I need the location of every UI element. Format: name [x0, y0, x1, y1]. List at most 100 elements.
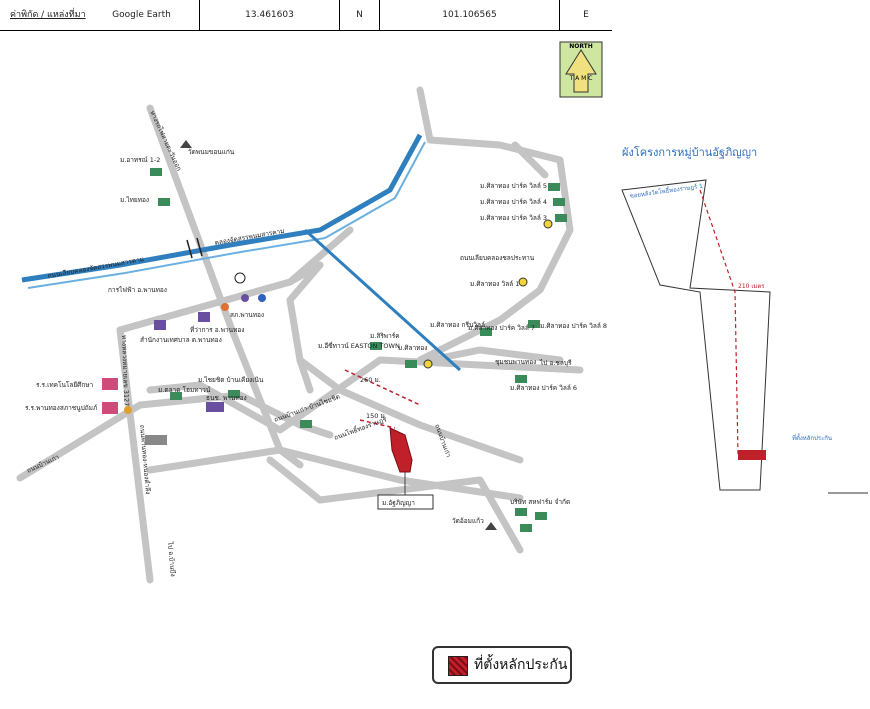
hospital-icon	[102, 378, 118, 390]
label-office: สำนักงานเทศบาล ต.พานทอง	[140, 336, 222, 344]
post-icon	[258, 294, 266, 302]
house-icon	[158, 198, 170, 206]
label-post: สภ.พานทอง	[230, 311, 264, 319]
label-ban-nong-rd: ถนนบ้านเก่า-บ้านไชยชิต	[273, 393, 341, 424]
label-sitakarn: ม.ศิลาทอง	[398, 344, 427, 352]
lon-dir-cell: E	[583, 10, 589, 20]
north-text: NORTH	[569, 43, 593, 50]
label-canal2: ถนนเลียบคลองจัดสรรพนมสารคาม	[47, 255, 145, 280]
label-plaza: ม.ไชยชิต บ้านเคียงเนิน	[198, 376, 264, 384]
school-icon	[102, 402, 118, 414]
label-pantong3: ชุมชนพานทอง	[495, 358, 536, 366]
source-cell: Google Earth	[84, 0, 200, 30]
temple-top-icon	[180, 140, 192, 148]
temple-icon	[234, 272, 246, 284]
label-company: บริษัท สหฟาร์ม จำกัด	[510, 498, 570, 506]
house-icon	[228, 390, 240, 398]
label-thaithong: ม.ไทยทอง	[120, 196, 149, 204]
house-icon	[528, 320, 540, 328]
house-icon	[150, 168, 162, 176]
inset-route	[699, 189, 739, 456]
coord-label: ค่าพิกัด / แหล่งที่มา	[10, 10, 86, 20]
bridge-mark	[186, 237, 203, 259]
label-district: ที่ว่าการ อ.พานทอง	[190, 325, 244, 334]
label-hospital: ร.ร.เทคโนโลยีศึกษา	[36, 381, 94, 389]
house-icon	[480, 328, 492, 336]
inset-distance: 210 เมตร	[738, 283, 765, 290]
canal-right	[303, 228, 462, 372]
temple-bottom-icon	[485, 522, 497, 530]
road-top-right	[511, 141, 549, 179]
label-market: ม.ตลาด โฮมทาวน์	[158, 386, 211, 394]
label-amphoe12: ม.อาทรณ์ 1-2	[120, 156, 160, 164]
house-icon	[405, 360, 417, 368]
junction-icon	[124, 406, 132, 414]
inset-collateral-label: ที่ตั้งหลักประกัน	[792, 432, 832, 442]
house-icon	[515, 375, 527, 383]
inset-road-label: ซอยหลังวัดโพธิ์ทองราษฎร์ 1	[629, 181, 704, 200]
north-arrow-badge: NORTH T A M C	[559, 41, 603, 98]
longitude-cell: 101.106565	[380, 0, 560, 30]
number-icon	[423, 359, 433, 369]
house-icon	[370, 342, 382, 350]
market-icon	[145, 435, 167, 445]
label-chonburi: ไป อ.ชลบุรี	[539, 359, 572, 367]
label-village2: ม.ศิลาทอง ปาร์ค วิลล์ 4	[480, 198, 547, 206]
legend-swatch	[448, 656, 468, 676]
north-letters: T A M C	[569, 75, 593, 82]
house-icon	[300, 420, 312, 428]
label-watsanom: วัดพนมขอนแก่น	[188, 148, 235, 156]
label-village4: ม.ศิลาทอง วิลล์ 1	[470, 280, 519, 288]
label-village7: ม.ศิลาทอง ปาร์ค วิลล์ 6	[510, 384, 577, 392]
number-icon	[518, 277, 528, 287]
label-siri: ม.สิริพาร์ค	[370, 332, 400, 340]
inset-collateral	[738, 450, 766, 460]
legend-box: ที่ตั้งหลักประกัน	[432, 646, 572, 684]
collateral-label-box	[377, 494, 434, 510]
location-map: NORTH T A M C	[16, 41, 868, 584]
label-village1: ม.ศิลาทอง ปาร์ค วิลล์ 5	[480, 182, 547, 190]
label-wat-bottom: วัดอ้อมแก้ว	[452, 517, 484, 525]
distance-150	[359, 419, 396, 429]
collateral-parcel	[389, 427, 413, 473]
label-road-right: ถนนบ้านเก่า	[433, 423, 453, 459]
road-right-loop	[416, 86, 574, 364]
lat-dir-cell: N	[340, 0, 380, 30]
label-village5: ม.ศิลาทอง ปาร์ค วิลล์ 7	[468, 324, 535, 332]
label-pantong2: ธนช. พานทอง	[206, 394, 247, 402]
office-icon	[154, 320, 166, 330]
label-easton: ม.อีซี่ทาวน์ EASTON TOWN	[318, 341, 400, 350]
road-center	[286, 261, 324, 394]
pea-icon	[221, 303, 229, 311]
label-village6: ม.ศิลาทอง ปาร์ค วิลล์ 8	[540, 322, 607, 330]
inset-plan: ผังโครงการหมู่บ้านอัฐภิญญา ซอยหลังวัดโพธ…	[621, 145, 868, 494]
label-to-north: ไป อ.บ้านบึง	[166, 540, 177, 577]
canal-main	[21, 133, 423, 283]
label-collateral-road: ม.อัฐภิญญา	[382, 499, 415, 507]
house-icon	[555, 214, 567, 222]
police-icon	[241, 294, 249, 302]
road-pantong	[146, 356, 584, 434]
house-icon	[170, 392, 182, 400]
label-dist260: 260 ม.	[360, 376, 381, 384]
inset-title: ผังโครงการหมู่บ้านอัฐภิญญา	[622, 145, 757, 159]
coordinate-header: ค่าพิกัด / แหล่งที่มา Google Earth 13.46…	[0, 0, 612, 31]
label-dist150: 150 ม.	[366, 412, 387, 420]
house-icon	[553, 198, 565, 206]
label-hw3127: ทางหลวงหมายเลข 3127	[120, 335, 130, 407]
road-rail-north	[146, 104, 304, 469]
label-pea: การไฟฟ้า อ.พานทอง	[108, 286, 167, 294]
road-siri	[296, 356, 524, 464]
house-icon	[515, 508, 527, 516]
bank-icon	[206, 402, 224, 412]
label-school: ร.ร.พานทองสภาชนูปถัมภ์	[25, 404, 97, 412]
roads	[16, 86, 584, 584]
number-icon	[543, 219, 553, 229]
latitude-cell: 13.461603	[200, 0, 340, 30]
road-bottom-2	[266, 456, 524, 554]
road-bottom-1	[146, 446, 524, 502]
house-icon	[520, 524, 532, 532]
house-icon	[535, 512, 547, 520]
district-icon	[198, 312, 210, 322]
label-sitakarn2: ม.ศิลาทอง กรีนวิลล์	[430, 321, 485, 329]
